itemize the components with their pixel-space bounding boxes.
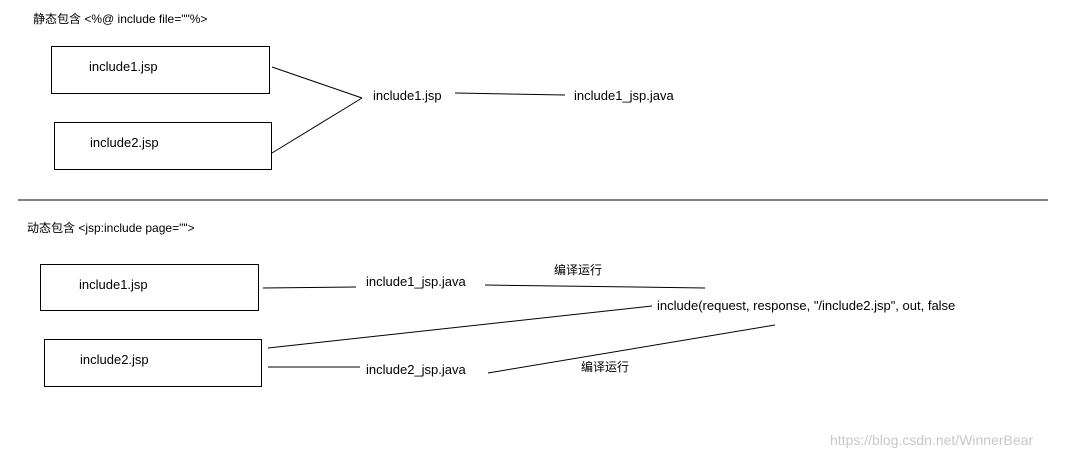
watermark: https://blog.csdn.net/WinnerBear [830,432,1034,448]
dynamic-box-include1: include1.jsp [40,264,259,311]
compile-run-top-label: 编译运行 [554,263,603,277]
dynamic-box-include2-label: include2.jsp [80,352,149,367]
compile-run-bottom-label: 编译运行 [581,360,630,374]
static-box-include2: include2.jsp [54,122,272,170]
dynamic-box-include1-label: include1.jsp [79,277,148,292]
static-box-include2-label: include2.jsp [90,135,159,150]
dyn-java2-to-call-line [487,324,776,374]
static-merged-to-java-line [454,92,566,96]
static-box1-to-merged-line [271,66,363,99]
static-java-label: include1_jsp.java [574,88,674,103]
include-call-label: include(request, response, "/include2.js… [657,298,956,313]
static-box2-to-merged-line [271,97,363,154]
static-box-include1-label: include1.jsp [89,59,158,74]
dynamic-java1-label: include1_jsp.java [366,274,466,289]
dyn-java1-to-call-line [484,284,706,289]
static-merged-label: include1.jsp [373,88,442,103]
dynamic-box-include2: include2.jsp [44,339,262,387]
static-box-include1: include1.jsp [51,46,270,94]
dynamic-java2-label: include2_jsp.java [366,362,466,377]
static-section-title: 静态包含 <%@ include file=""%> [33,12,208,26]
dynamic-section-title: 动态包含 <jsp:include page=""> [27,221,195,235]
dyn-box2-to-call-line [267,305,653,349]
dyn-box1-to-java1-line [262,286,357,289]
